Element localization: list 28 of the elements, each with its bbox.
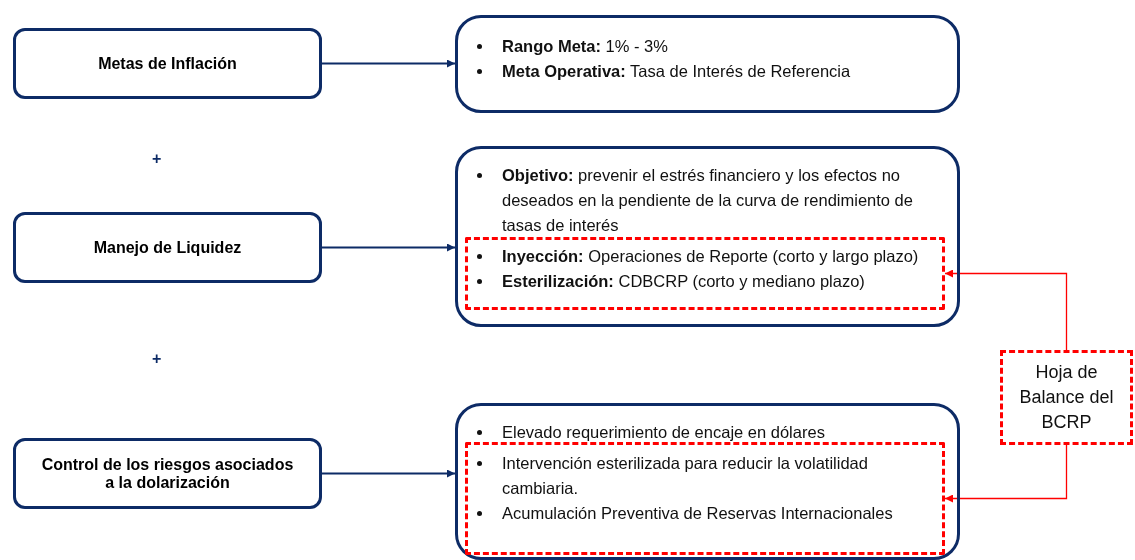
plus-sign: +: [152, 150, 162, 168]
dashed-group-box: [465, 237, 945, 310]
box-label: Manejo de Liquidez: [93, 238, 242, 257]
box-label: Control de los riesgos asociados a la dolarización: [40, 455, 295, 492]
arrow: [321, 469, 456, 478]
arrow: [321, 59, 456, 68]
process-box: [13, 438, 322, 509]
bullet-item: Rango Meta: 1% - 3%: [502, 37, 668, 55]
box-label: Metas de Inflación: [98, 54, 237, 73]
rounded-panel: [455, 403, 960, 560]
plus-sign: +: [152, 350, 162, 368]
bullet-item: Meta Operativa: Tasa de Interés de Referencia: [502, 62, 851, 80]
box-label: Hoja de Balance del BCRP: [1018, 360, 1115, 435]
bullet-item: Objetivo: prevenir el estrés financiero y los efectos no deseados en la pendiente de la curva de rendimiento de tasas de interés: [502, 166, 913, 234]
arrow: [321, 243, 456, 252]
dashed-group-box: [465, 442, 945, 555]
rounded-panel: [455, 146, 960, 327]
dashed-note-box: [1000, 350, 1133, 445]
bullet-item: Intervención esterilizada para reducir la volatilidad cambiaria.: [502, 454, 868, 497]
process-box: [13, 212, 322, 283]
rounded-panel: [455, 15, 960, 113]
process-box: [13, 28, 322, 99]
bullet-item: Elevado requerimiento de encaje en dólares: [502, 423, 825, 441]
arrow: [944, 269, 1068, 351]
bullet-item: Inyección: Operaciones de Reporte (corto y largo plazo): [502, 247, 919, 265]
arrow: [944, 444, 1068, 503]
bullet-item: Esterilización: CDBCRP (corto y mediano plazo): [502, 272, 865, 290]
bullet-item: Acumulación Preventiva de Reservas Internacionales: [502, 504, 893, 522]
